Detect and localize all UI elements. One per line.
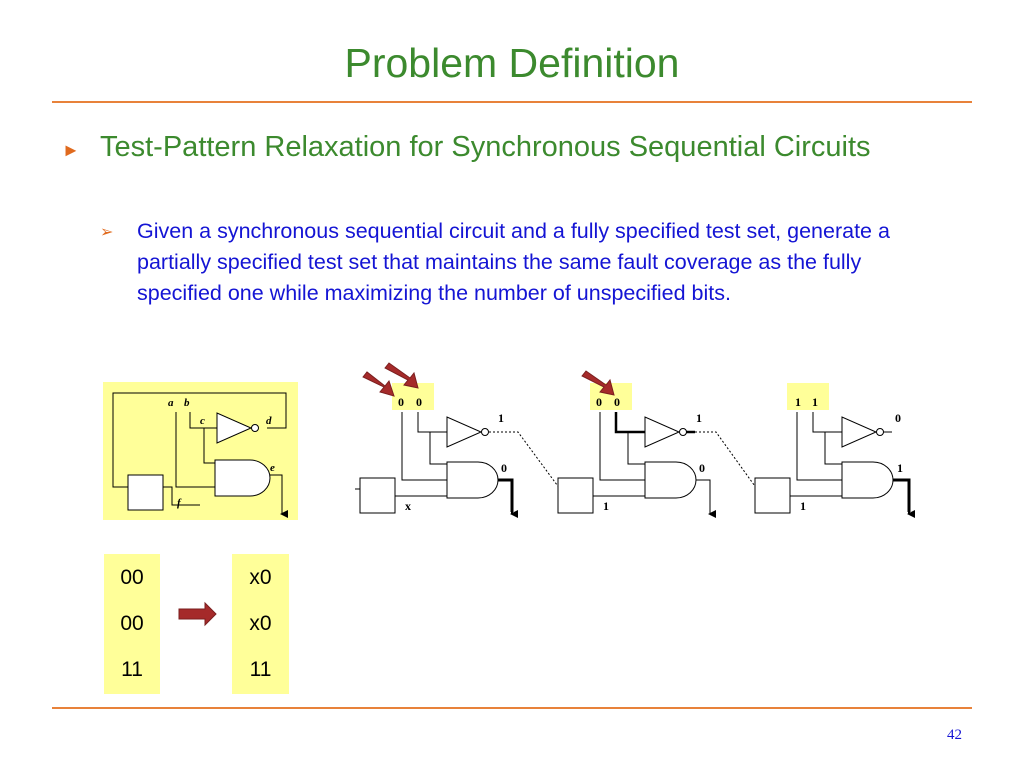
bullet-level1-text: Test-Pattern Relaxation for Synchronous …: [100, 131, 871, 163]
label-c: c: [200, 415, 205, 427]
page-number: 42: [947, 727, 962, 743]
frame1-ff-out: x: [405, 499, 411, 513]
frame1-input-highlight: [392, 383, 434, 410]
frame2-and-out: 0: [699, 461, 705, 475]
frame1-not-out: 1: [498, 411, 504, 425]
frame2-in-a: 0: [596, 395, 602, 409]
time-frame-2: 0 0 1 0 1: [557, 383, 758, 518]
label-f: f: [177, 497, 182, 509]
reference-and-gate: [214, 459, 271, 497]
frame2-not-out: 1: [696, 411, 702, 425]
original-pattern-3: 11: [121, 658, 143, 681]
frame3-flipflop: [754, 477, 791, 514]
frame1-and-out: 0: [501, 461, 507, 475]
pointer-arrow-icon: [362, 371, 395, 397]
frame3-in-a: 1: [795, 395, 801, 409]
frame3-not-out: 0: [895, 411, 901, 425]
time-frame-1: 0 0 1 0 x: [355, 383, 561, 518]
frame3-and-out: 1: [897, 461, 903, 475]
title-divider: [52, 101, 972, 103]
right-arrow-icon: [178, 601, 217, 627]
reference-not-gate: [216, 412, 253, 444]
label-b: b: [184, 397, 190, 409]
pointer-arrow-icon: [581, 370, 615, 396]
frame1-in-b: 0: [416, 395, 422, 409]
frame2-ff-out: 1: [603, 499, 609, 513]
time-frame-3: 1 1 0 1 1: [754, 383, 915, 518]
reference-flipflop: [127, 474, 164, 511]
label-a: a: [168, 397, 174, 409]
relaxed-pattern-2: x0: [249, 612, 272, 635]
frame2-in-b: 0: [614, 395, 620, 409]
triangle-bullet-icon: ►: [62, 140, 80, 160]
original-pattern-2: 00: [120, 612, 144, 635]
frame1-not-gate: [446, 416, 483, 448]
frame1-and-gate: [446, 461, 499, 499]
label-d: d: [266, 415, 272, 427]
frame3-not-gate: [841, 416, 878, 448]
slide-title: Problem Definition: [344, 40, 680, 86]
frame2-and-gate: [644, 461, 697, 499]
bullet-level2-text: Given a synchronous sequential circuit a…: [137, 219, 890, 305]
label-e: e: [270, 462, 275, 474]
relaxed-test-set: x0 x0 11: [232, 554, 289, 694]
arrow-bullet-icon: ➢: [100, 224, 114, 241]
frame2-not-gate: [644, 416, 681, 448]
reference-circuit: a b c d e f: [103, 382, 298, 520]
frame3-and-gate: [841, 461, 894, 499]
frame3-ff-out: 1: [800, 499, 806, 513]
frame1-flipflop: [359, 477, 396, 514]
frame3-in-b: 1: [812, 395, 818, 409]
relaxed-pattern-1: x0: [249, 566, 272, 589]
footer-divider: [52, 707, 972, 709]
frame2-flipflop: [557, 477, 594, 514]
relaxed-pattern-3: 11: [249, 658, 272, 681]
frame3-input-highlight: [787, 383, 829, 410]
pointer-arrows: [178, 362, 615, 627]
original-test-set: 00 00 11: [104, 554, 160, 694]
pointer-arrow-icon: [384, 362, 419, 389]
original-pattern-1: 00: [120, 566, 144, 589]
frame1-in-a: 0: [398, 395, 404, 409]
